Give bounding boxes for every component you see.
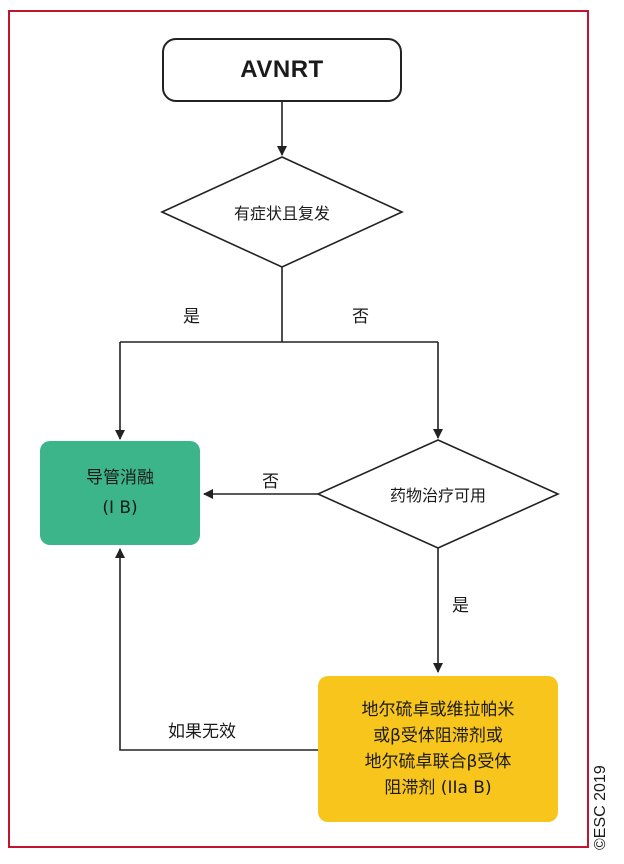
edge-label-yes-1: 是 <box>183 307 200 327</box>
drug-line-1: 地尔硫卓或维拉帕米 <box>361 700 515 720</box>
edge-label-no-1: 否 <box>352 307 369 327</box>
decision2-label: 药物治疗可用 <box>389 486 486 505</box>
edge-ineffective-to-catheter <box>115 548 318 751</box>
figure-frame <box>8 10 589 848</box>
drug-therapy-box: 地尔硫卓或维拉帕米 或β受体阻滞剂或 地尔硫卓联合β受体 阻滞剂 (IIa B) <box>318 676 558 822</box>
catheter-title: 导管消融 <box>86 468 154 488</box>
catheter-ablation-box: 导管消融 (I B) <box>40 441 200 545</box>
edge-label-yes-2: 是 <box>452 596 469 616</box>
drug-line-2: 或β受体阻滞剂或 <box>373 726 503 746</box>
start-node-avnrt: AVNRT <box>162 38 402 102</box>
edge-label-no-2: 否 <box>262 472 279 492</box>
copyright-notice: ©ESC 2019 <box>592 765 609 850</box>
edge-label-if-ineffective: 如果无效 <box>168 722 236 742</box>
drug-line-3: 地尔硫卓联合β受体 <box>364 752 512 772</box>
drug-line-4: 阻滞剂 (IIa B) <box>384 778 492 798</box>
decision1-label: 有症状且复发 <box>233 204 330 223</box>
catheter-class: (I B) <box>102 498 138 518</box>
start-label: AVNRT <box>240 56 324 83</box>
